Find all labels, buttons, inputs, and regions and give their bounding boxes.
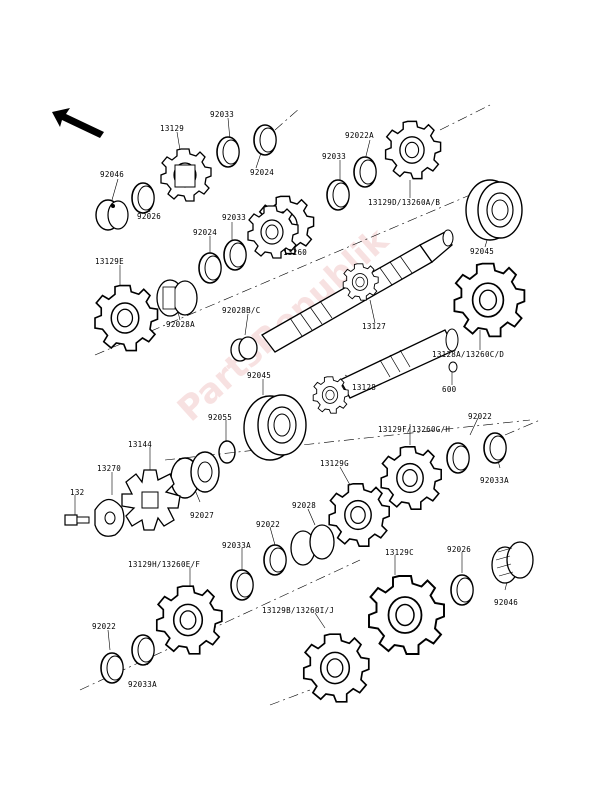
- label-92033A-right: 92033A: [480, 476, 509, 485]
- label-92026-lower: 92026: [447, 545, 472, 554]
- label-92027: 92027: [190, 511, 215, 520]
- label-13260: 13260: [283, 248, 308, 257]
- label-92046-lower: 92046: [494, 598, 519, 607]
- ring-92022-lower: [263, 544, 287, 576]
- shaft-13127: [261, 229, 454, 353]
- collar-92028B: [230, 336, 258, 362]
- label-13129B: 13129B/13260I/J: [262, 606, 335, 615]
- ring-92026-top: [131, 182, 155, 214]
- label-92033-top: 92033: [210, 110, 235, 119]
- label-92045-lower: 92045: [247, 371, 272, 380]
- bolt-132: [64, 514, 90, 526]
- label-92022-lower: 92022: [256, 520, 281, 529]
- label-13128A: 13128A/13260C/D: [432, 350, 505, 359]
- ring-92033A-bottom: [131, 634, 155, 666]
- ring-92024-top: [253, 124, 277, 156]
- bearing-92045-top: [465, 179, 523, 241]
- label-13129E: 13129E: [95, 257, 124, 266]
- label-92046-top: 92046: [100, 170, 125, 179]
- gear-13129C: [368, 575, 445, 655]
- label-92033-mid: 92033: [322, 152, 347, 161]
- gear-13129F: [380, 446, 442, 510]
- label-92055: 92055: [208, 413, 233, 422]
- label-13128: 13128: [352, 383, 377, 392]
- label-92026-top: 92026: [137, 212, 162, 221]
- shaft-13128: [312, 328, 459, 414]
- label-13129G: 13129G: [320, 459, 349, 468]
- label-13270: 13270: [97, 464, 122, 473]
- label-92028: 92028: [292, 501, 317, 510]
- label-92024-top: 92024: [250, 168, 275, 177]
- bearing-92046-lower: [491, 541, 534, 584]
- label-13127: 13127: [362, 322, 387, 331]
- collar-92027: [170, 451, 220, 499]
- ring-92033-mid: [326, 179, 350, 211]
- direction-arrow: [52, 108, 104, 138]
- ring-92033A-lower: [230, 569, 254, 601]
- ring-92022-right: [446, 442, 470, 474]
- gear-13129E: [94, 284, 159, 352]
- label-13129H: 13129H/13260E/F: [128, 560, 201, 569]
- label-92024-mid: 92024: [193, 228, 218, 237]
- label-13129D: 13129D/13260A/B: [368, 198, 441, 207]
- gear-13129D: [384, 120, 442, 180]
- label-92022A: 92022A: [345, 131, 374, 140]
- label-13144: 13144: [128, 440, 153, 449]
- ring-92022A: [353, 156, 377, 188]
- ring-92024-mid: [198, 252, 222, 284]
- ring-92026-lower: [450, 574, 474, 606]
- label-13129C: 13129C: [385, 548, 414, 557]
- label-13129: 13129: [160, 124, 185, 133]
- ring-92022-bottom: [100, 652, 124, 684]
- ring-92033A-right: [483, 432, 507, 464]
- pin-600: [448, 361, 458, 373]
- ring-92033-left: [223, 239, 247, 271]
- label-92028B: 92028B/C: [222, 306, 261, 315]
- sprocket-13144: [121, 469, 181, 531]
- collar-92046-top: [95, 199, 129, 231]
- gear-13129: [160, 148, 212, 202]
- label-92022-bottom: 92022: [92, 622, 117, 631]
- gear-13128A: [453, 262, 526, 338]
- bushing-92028A: [156, 279, 198, 317]
- circlip-92055: [218, 440, 236, 464]
- gear-13129G: [328, 483, 390, 547]
- label-92033-left: 92033: [222, 213, 247, 222]
- plate-13270: [94, 498, 125, 537]
- label-13129F: 13129F/13260G/H: [378, 425, 451, 434]
- ring-92033-top: [216, 136, 240, 168]
- label-92033A-bottom: 92033A: [128, 680, 157, 689]
- gear-13129B: [302, 633, 370, 703]
- label-92028A: 92028A: [166, 320, 195, 329]
- label-600: 600: [442, 385, 457, 394]
- bearing-92045-lower: [243, 394, 307, 461]
- label-92022-right: 92022: [468, 412, 493, 421]
- label-92033A-lower: 92033A: [222, 541, 251, 550]
- label-132: 132: [70, 488, 85, 497]
- label-92045-top: 92045: [470, 247, 495, 256]
- bushing-92028: [290, 524, 335, 566]
- gear-13129H: [155, 585, 223, 655]
